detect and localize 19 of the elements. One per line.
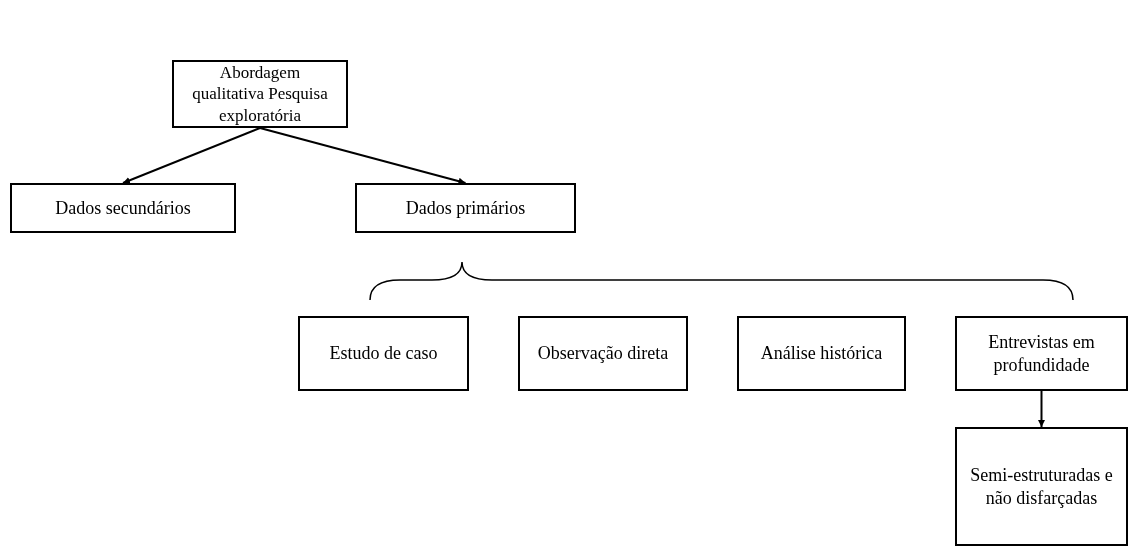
box-label: Observação direta bbox=[537, 342, 669, 365]
text-box bbox=[518, 316, 688, 391]
text-box bbox=[298, 316, 469, 391]
box-label: Dados secundários bbox=[55, 196, 191, 220]
box-label: Dados primários bbox=[405, 196, 526, 220]
text-box bbox=[10, 183, 236, 233]
arrow bbox=[1038, 390, 1045, 428]
box-label: Semi-estruturadas e não disfarçadas bbox=[969, 464, 1114, 509]
box-label: Estudo de caso bbox=[329, 342, 438, 365]
box-label: Abordagem qualitativa Pesquisa exploratória bbox=[191, 62, 329, 126]
text-box bbox=[955, 316, 1128, 391]
box-label: Análise histórica bbox=[760, 342, 883, 365]
arrow bbox=[259, 127, 467, 185]
text-box bbox=[955, 427, 1128, 546]
text-box bbox=[355, 183, 576, 233]
text-box bbox=[172, 60, 348, 128]
arrow bbox=[122, 127, 261, 184]
text-box bbox=[737, 316, 906, 391]
box-label: Entrevistas em profundidade bbox=[987, 331, 1096, 376]
